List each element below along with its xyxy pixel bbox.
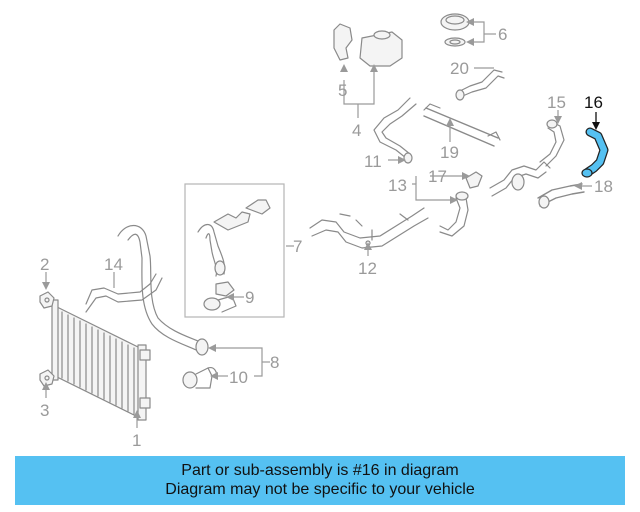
pipe-19-part xyxy=(423,103,501,147)
callout-14: 14 xyxy=(104,255,123,274)
callout-11: 11 xyxy=(364,152,382,171)
coolant-reservoir-part xyxy=(333,23,403,67)
hose-15-part xyxy=(539,119,565,167)
callout-3: 3 xyxy=(40,401,49,420)
callout-16: 16 xyxy=(584,93,603,112)
bracket-lower-part xyxy=(39,369,55,387)
callout-5: 5 xyxy=(338,81,347,100)
callout-9: 9 xyxy=(245,288,254,307)
callout-19: 19 xyxy=(440,143,459,162)
banner-line-2: Diagram may not be specific to your vehi… xyxy=(165,481,475,498)
pipe-18-part xyxy=(537,183,585,209)
callout-7: 7 xyxy=(293,237,302,256)
callout-2: 2 xyxy=(40,255,49,274)
hose-11-part xyxy=(373,97,417,164)
callout-20: 20 xyxy=(450,59,469,78)
callout-18: 18 xyxy=(594,177,613,196)
hose-13-part xyxy=(439,161,551,237)
callout-10: 10 xyxy=(229,368,248,387)
callout-13: 13 xyxy=(388,176,407,195)
pipe-frame-12-part xyxy=(309,207,429,249)
hose-14-part xyxy=(85,273,163,313)
callout-4: 4 xyxy=(352,121,361,140)
bracket-upper-part xyxy=(39,291,55,309)
leader-lines xyxy=(42,18,600,428)
callout-15: 15 xyxy=(547,93,566,112)
callout-1: 1 xyxy=(132,431,141,450)
callout-labels: 1 2 3 5 4 6 7 8 9 10 11 12 13 14 15 16 1… xyxy=(40,25,613,450)
banner-line-1: Part or sub-assembly is #16 in diagram xyxy=(181,462,459,479)
info-banner: Part or sub-assembly is #16 in diagram D… xyxy=(15,456,625,505)
radiator-part xyxy=(51,299,151,421)
callout-12: 12 xyxy=(358,259,377,278)
reservoir-cap-part xyxy=(440,13,470,47)
fitting-10-part xyxy=(182,367,218,389)
box-7-hoses-part xyxy=(197,199,271,313)
callout-17: 17 xyxy=(428,167,447,186)
coolant-hose-16-part xyxy=(581,127,609,178)
callout-6: 6 xyxy=(498,25,507,44)
callout-8: 8 xyxy=(270,353,279,372)
upper-radiator-hose-part xyxy=(117,224,209,356)
sub-assembly-box-7 xyxy=(184,183,285,318)
hose-20-part xyxy=(455,69,505,101)
